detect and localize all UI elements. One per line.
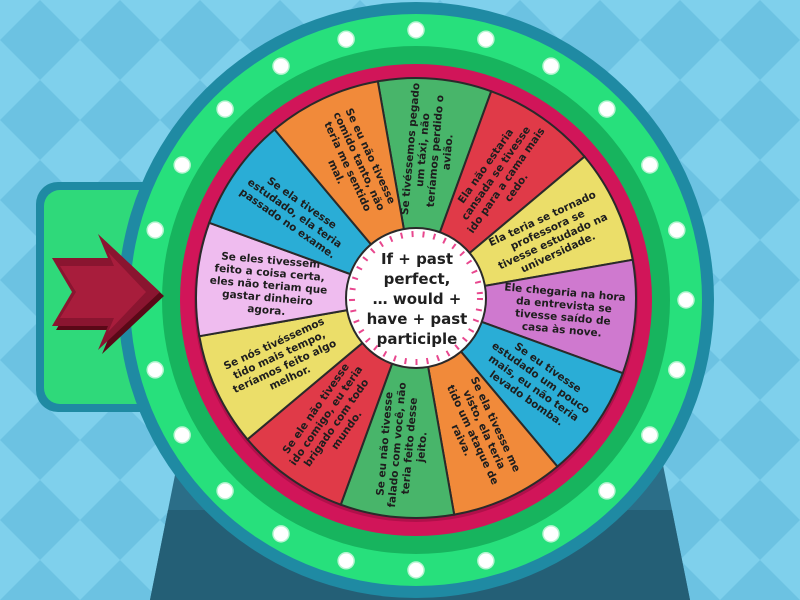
wheel-segment-label: Se eu não tivessefalado com você, nãoter… xyxy=(373,381,433,510)
light-bulb xyxy=(216,482,234,500)
light-bulb xyxy=(542,57,560,75)
wheel-segment[interactable] xyxy=(412,258,637,375)
center-prompt[interactable]: If + past perfect, … would + have + past… xyxy=(366,250,468,348)
light-bulb xyxy=(272,525,290,543)
wheel-segment[interactable] xyxy=(339,294,456,519)
light-bulb xyxy=(677,291,695,309)
light-bulb xyxy=(477,30,495,48)
pointer-arrow-icon xyxy=(52,234,164,354)
center-hub xyxy=(356,238,476,358)
light-bulb xyxy=(337,30,355,48)
light-bulb xyxy=(668,361,686,379)
light-bulb xyxy=(542,525,560,543)
light-bulb xyxy=(337,552,355,570)
light-bulb xyxy=(407,561,425,579)
light-bulb xyxy=(272,57,290,75)
light-bulb xyxy=(641,156,659,174)
wheel-segment[interactable] xyxy=(195,221,420,338)
light-bulb xyxy=(173,156,191,174)
wheel-segment-label: Ele chegaria na horada entrevista setive… xyxy=(501,281,627,341)
light-bulb xyxy=(407,21,425,39)
light-bulb xyxy=(146,221,164,239)
light-bulb xyxy=(598,100,616,118)
light-bulb xyxy=(173,426,191,444)
light-bulb xyxy=(477,552,495,570)
wheel-segment[interactable] xyxy=(376,77,493,302)
light-bulb xyxy=(146,361,164,379)
light-bulb xyxy=(641,426,659,444)
center-hub-dots xyxy=(349,231,483,365)
light-bulb xyxy=(598,482,616,500)
light-bulb xyxy=(216,100,234,118)
light-bulb xyxy=(668,221,686,239)
